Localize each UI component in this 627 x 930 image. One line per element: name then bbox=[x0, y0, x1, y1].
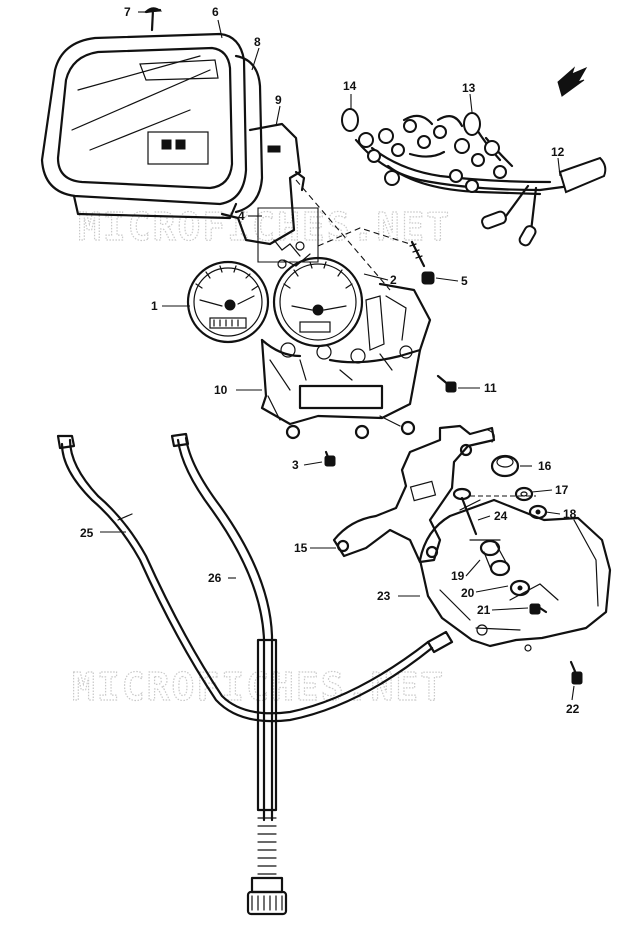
callout-11: 11 bbox=[484, 381, 497, 395]
callout-22: 22 bbox=[566, 702, 580, 716]
callout-16: 16 bbox=[538, 459, 552, 473]
callout-labels: 7 6 8 9 4 1 2 10 3 5 11 14 13 12 16 17 1… bbox=[80, 5, 580, 716]
grommet-16 bbox=[490, 454, 520, 478]
callout-8: 8 bbox=[254, 35, 261, 49]
screw-21 bbox=[529, 603, 548, 615]
front-arrow-icon bbox=[557, 66, 588, 97]
callout-2: 2 bbox=[390, 273, 397, 287]
callout-24: 24 bbox=[494, 509, 508, 523]
bracket-cover bbox=[418, 498, 612, 652]
callout-1: 1 bbox=[151, 299, 158, 313]
leader-lines bbox=[100, 11, 575, 701]
callout-13: 13 bbox=[462, 81, 476, 95]
washer-20 bbox=[509, 579, 531, 597]
callout-21: 21 bbox=[477, 603, 491, 617]
callout-26: 26 bbox=[208, 571, 222, 585]
callout-4: 4 bbox=[238, 209, 245, 223]
callout-7: 7 bbox=[124, 5, 131, 19]
callout-9: 9 bbox=[275, 93, 282, 107]
callout-23: 23 bbox=[377, 589, 391, 603]
callout-19: 19 bbox=[451, 569, 465, 583]
bulb-sockets-harness bbox=[358, 119, 507, 193]
callout-6: 6 bbox=[212, 5, 219, 19]
speedometer-cable bbox=[170, 432, 288, 916]
screw-3 bbox=[324, 450, 336, 467]
screw-22 bbox=[569, 660, 583, 685]
bolt-24 bbox=[452, 487, 536, 536]
screw-7 bbox=[143, 7, 163, 32]
callout-5: 5 bbox=[461, 274, 468, 288]
callout-20: 20 bbox=[461, 586, 475, 600]
callout-14: 14 bbox=[343, 79, 357, 93]
upper-case bbox=[220, 122, 306, 246]
callout-25: 25 bbox=[80, 526, 94, 540]
callout-10: 10 bbox=[214, 383, 228, 397]
speedometer bbox=[272, 256, 364, 348]
wiring-harness bbox=[341, 108, 607, 247]
assembly-line-2 bbox=[295, 179, 391, 291]
callout-15: 15 bbox=[294, 541, 308, 555]
callout-18: 18 bbox=[563, 507, 577, 521]
callout-3: 3 bbox=[292, 458, 299, 472]
bulb-sockets bbox=[257, 207, 319, 269]
callout-17: 17 bbox=[555, 483, 569, 497]
washer-17 bbox=[514, 486, 534, 502]
callout-12: 12 bbox=[551, 145, 565, 159]
assembly-line bbox=[317, 227, 411, 247]
screw-11 bbox=[436, 374, 457, 393]
meter-bracket bbox=[332, 424, 496, 564]
tachometer bbox=[186, 260, 270, 344]
cushion-19 bbox=[479, 539, 511, 577]
meter-cover bbox=[40, 32, 264, 220]
bolt-5 bbox=[409, 240, 435, 285]
tachometer-cable bbox=[56, 434, 454, 723]
meter-case bbox=[260, 282, 432, 440]
